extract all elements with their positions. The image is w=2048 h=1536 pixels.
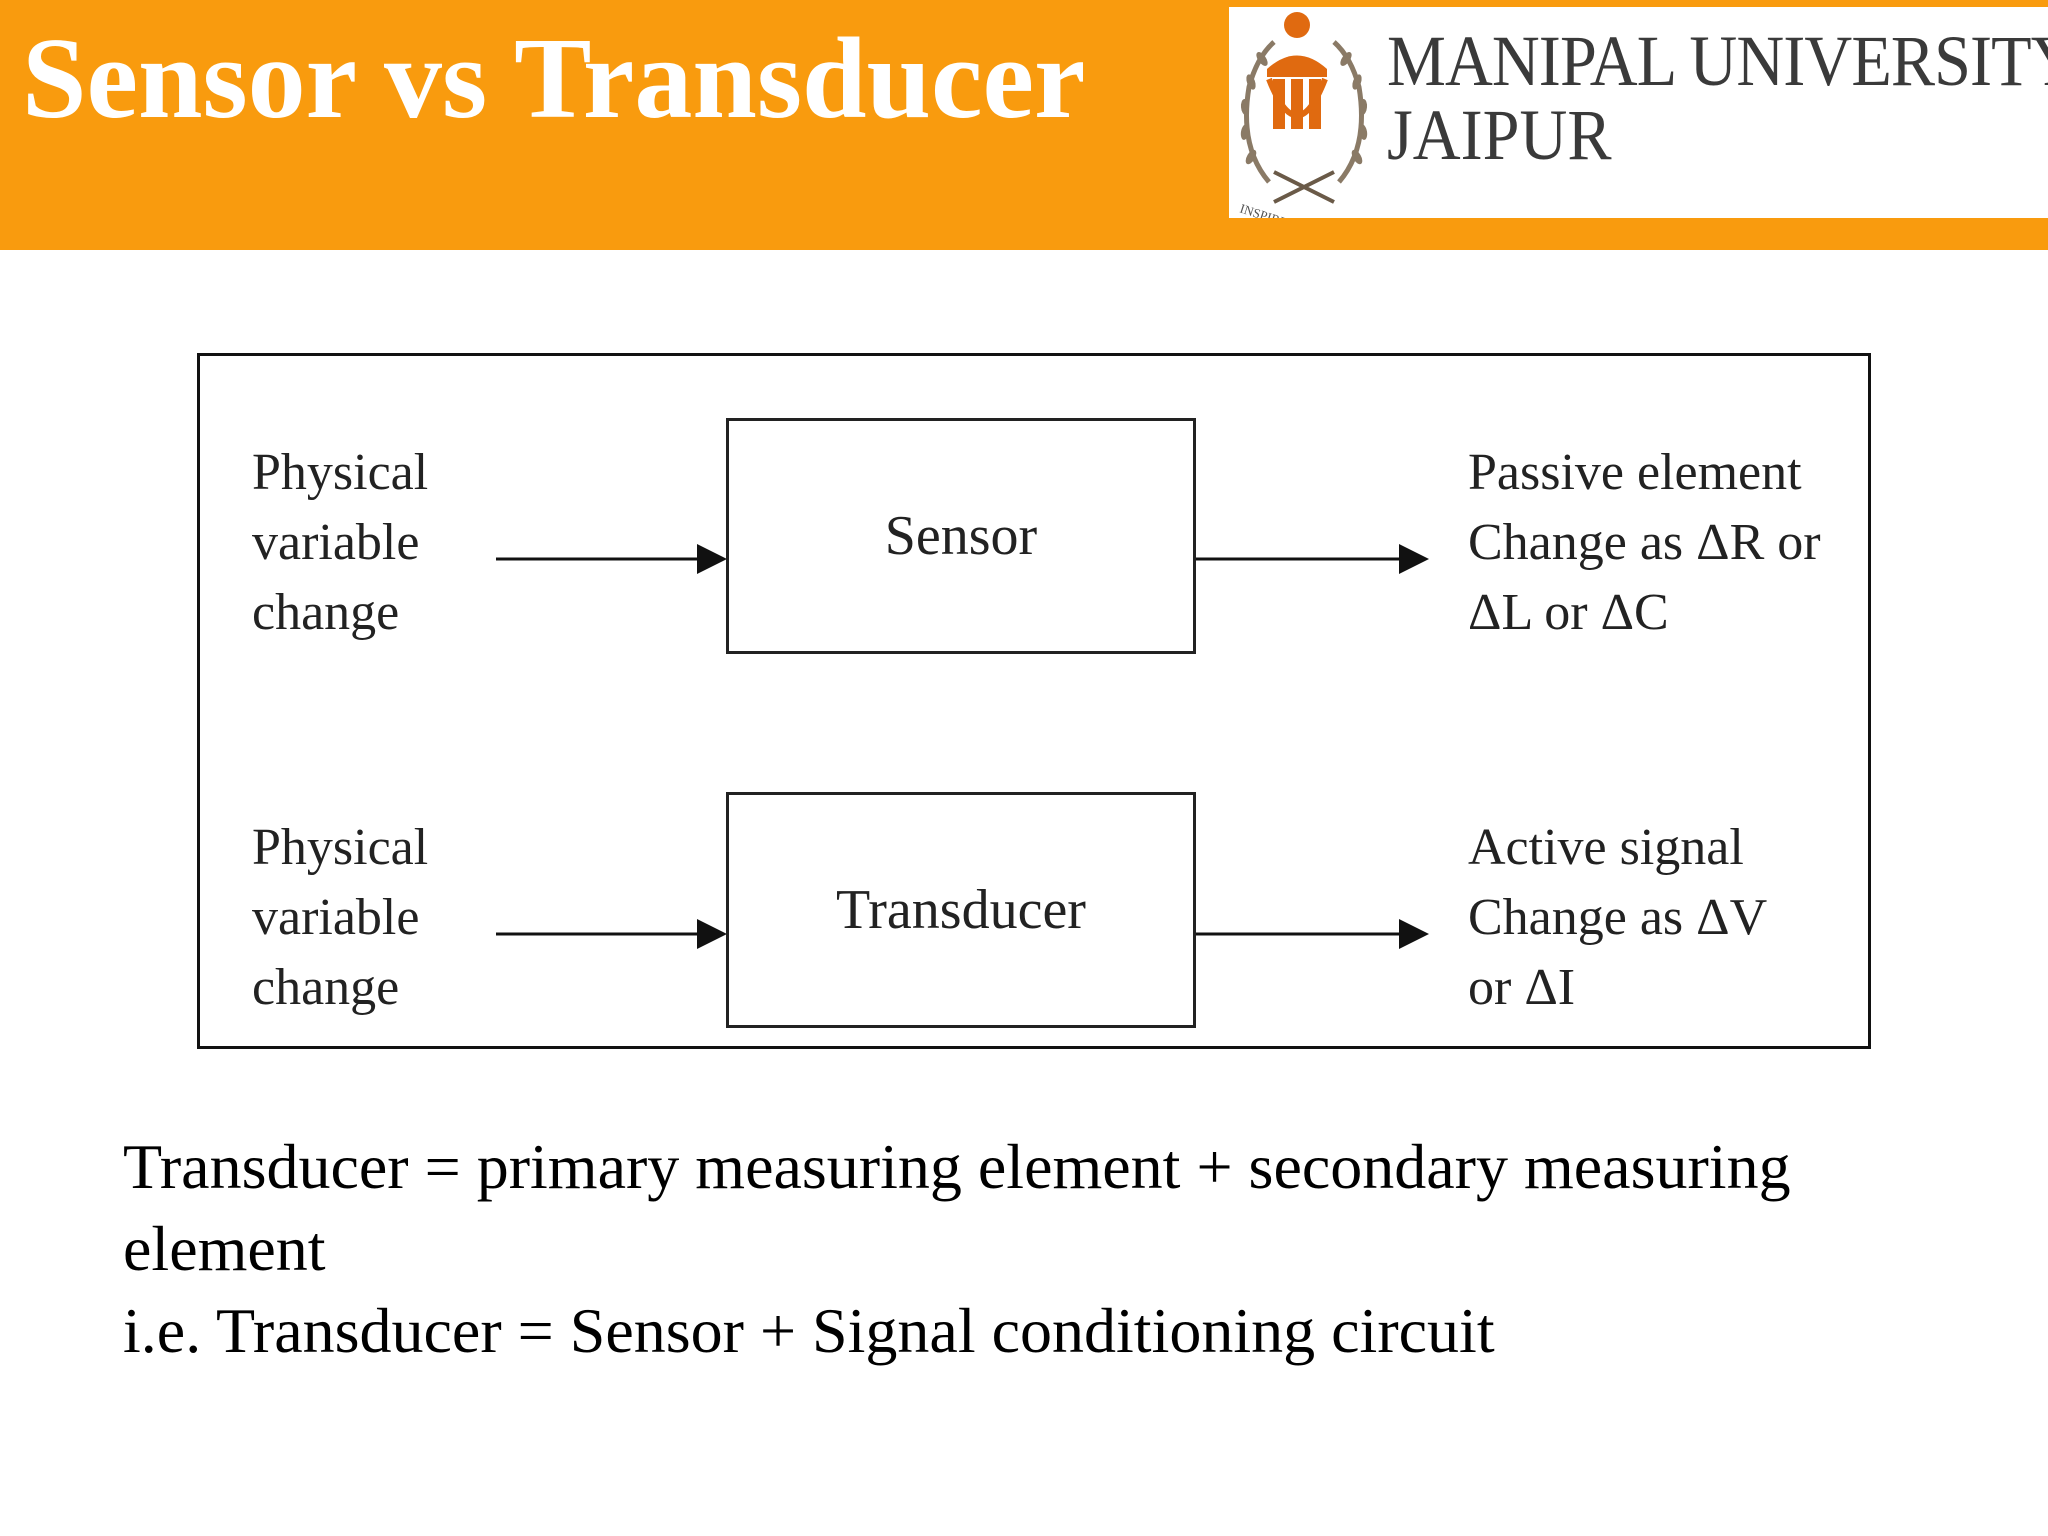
caption-line-1: Transducer = primary measuring element +… (123, 1131, 1791, 1202)
sensor-box: Sensor (726, 418, 1196, 654)
slide-title: Sensor vs Transducer (22, 15, 1086, 143)
university-name-line2: JAIPUR (1387, 95, 1612, 175)
sensor-box-label: Sensor (884, 505, 1038, 567)
transducer-input-label: Physical variable change (252, 819, 429, 1016)
university-emblem-icon: INSPIRED BY LIFE (1238, 12, 1368, 218)
caption-text: Transducer = primary measuring element +… (123, 1126, 1943, 1372)
transducer-box: Transducer (726, 792, 1196, 1028)
diagram-arrows (496, 544, 1429, 949)
caption-line-2: element (123, 1213, 326, 1284)
header-band: Sensor vs Transducer (0, 0, 2048, 250)
university-name-line1: MANIPAL UNIVERSITY (1387, 21, 2048, 101)
caption-line-3: i.e. Transducer = Sensor + Signal condit… (123, 1295, 1495, 1366)
sensor-input-label: Physical variable change (252, 444, 429, 641)
block-diagram: Physical variable change Sensor Passive … (197, 353, 1871, 1049)
svg-text:INSPIRED BY LIFE: INSPIRED BY LIFE (1238, 201, 1347, 218)
sensor-output-label: Passive element Change as ΔR or ΔL or ΔC (1468, 444, 1821, 641)
transducer-box-label: Transducer (836, 879, 1086, 941)
university-logo: INSPIRED BY LIFE MANIPAL UNIVERSITY JAIP… (1229, 7, 2048, 218)
transducer-output-label: Active signal Change as ΔV or ΔI (1468, 819, 1768, 1016)
